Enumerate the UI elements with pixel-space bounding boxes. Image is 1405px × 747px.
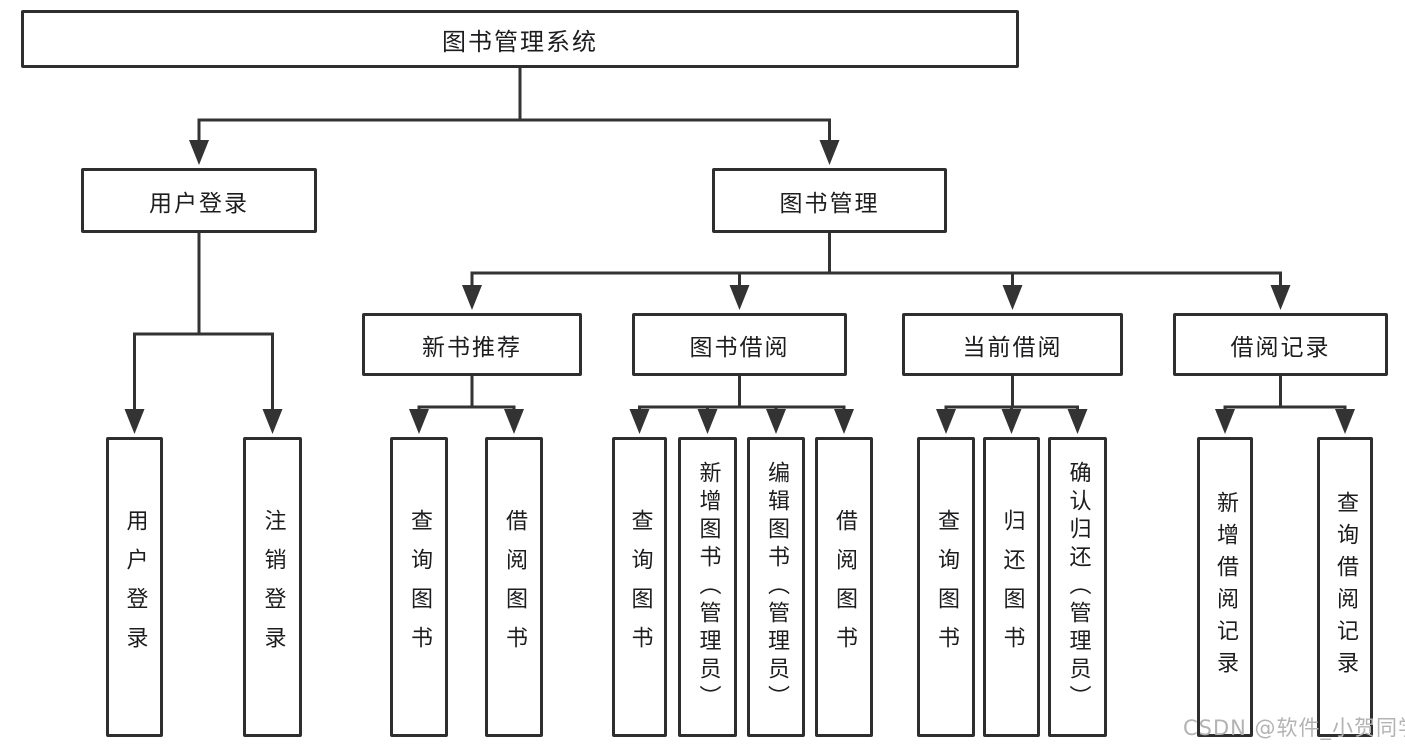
node-leaf-1.1.3: 借阅图书 [815,437,873,737]
node-leaf-1.3.1: 查询借阅记录 [1317,437,1373,737]
node-branch-1.3: 借阅记录 [1173,313,1388,376]
node-branch-1: 图书管理 [712,168,947,233]
node-leaf-1.2.0: 查询图书 [917,437,975,737]
node-leaf-1.3.0: 新增借阅记录 [1197,437,1253,737]
node-leaf-1.1.2: 编辑图书（管理员） [747,437,805,737]
node-branch-0: 用户登录 [81,168,317,233]
node-branch-0.1: 注销登录 [243,437,302,737]
node-branch-1.0: 新书推荐 [362,313,582,376]
node-leaf-1.2.2: 确认归还（管理员） [1048,437,1107,737]
node-branch-1.2: 当前借阅 [902,313,1123,376]
node-leaf-1.2.1: 归还图书 [983,437,1040,737]
node-leaf-1.0.0: 查询图书 [390,437,448,737]
node-leaf-1.0.1: 借阅图书 [485,437,543,737]
node-branch-0.0: 用户登录 [106,437,163,737]
node-leaf-1.1.1: 新增图书（管理员） [678,437,737,737]
node-root: 图书管理系统 [21,10,1019,68]
watermark: CSDN @软件_小贺同学 [1183,716,1405,740]
node-leaf-1.1.0: 查询图书 [612,437,667,737]
node-branch-1.1: 图书借阅 [632,313,847,376]
